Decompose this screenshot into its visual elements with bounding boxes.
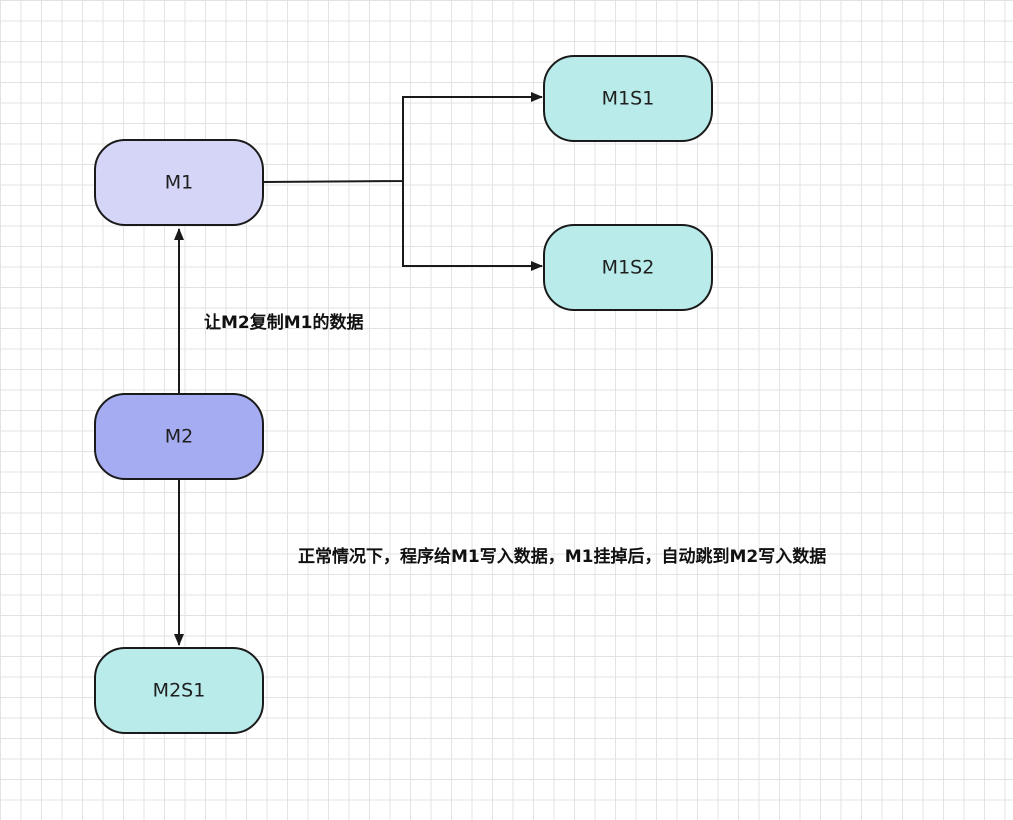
annotation-replicate: 让M2复制M1的数据 xyxy=(204,312,364,333)
node-m1s1-shape xyxy=(543,55,713,142)
annotation-failover: 正常情况下，程序给M1写入数据，M1挂掉后，自动跳到M2写入数据 xyxy=(298,546,826,567)
node-m2s1-shape xyxy=(94,647,264,734)
node-m2[interactable]: M2 xyxy=(94,393,264,480)
node-m1s2-shape xyxy=(543,224,713,311)
node-m1-shape xyxy=(94,139,264,226)
node-m2s1-label: M2S1 xyxy=(153,680,206,702)
node-m1s1-label: M1S1 xyxy=(602,88,655,110)
node-m1[interactable]: M1 xyxy=(94,139,264,226)
node-m1-label: M1 xyxy=(165,172,193,194)
node-m2-shape xyxy=(94,393,264,480)
edge-m1-to-m1s2 xyxy=(402,181,543,271)
node-m1s2[interactable]: M1S2 xyxy=(543,224,713,311)
node-m1s2-label: M1S2 xyxy=(602,257,655,279)
connectors xyxy=(174,92,543,646)
node-m1s1[interactable]: M1S1 xyxy=(543,55,713,142)
edge-m1-to-m1s1 xyxy=(262,92,543,183)
node-m2-label: M2 xyxy=(165,426,193,448)
node-m2s1[interactable]: M2S1 xyxy=(94,647,264,734)
